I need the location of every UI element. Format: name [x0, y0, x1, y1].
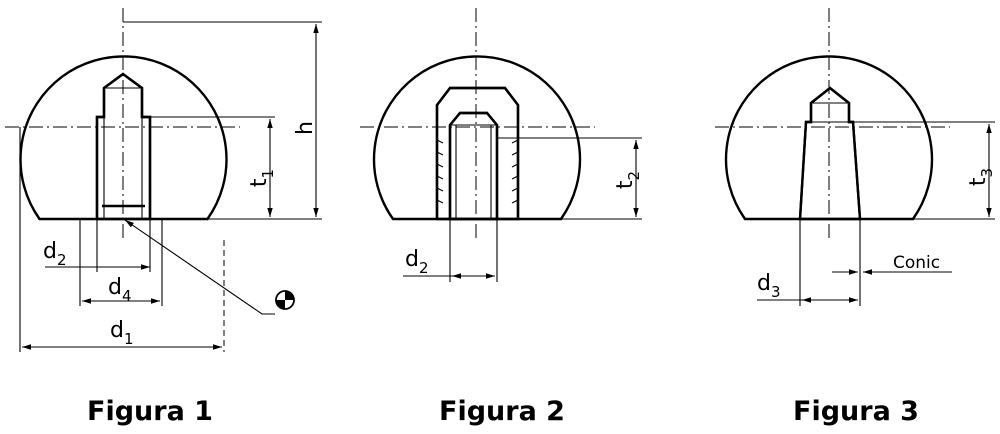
label-t2-base: t — [613, 180, 638, 189]
label-t3-base: t — [966, 177, 991, 186]
label-d1-base: d — [110, 318, 124, 343]
conic-hole — [798, 86, 862, 221]
svg-text:d2: d2 — [405, 247, 429, 277]
svg-text:d2: d2 — [43, 239, 67, 269]
svg-text:d1: d1 — [110, 318, 134, 348]
label-d3-sub: 3 — [771, 283, 781, 301]
label-h: h — [293, 121, 318, 135]
label-d2-2-base: d — [405, 247, 419, 272]
label-t3-sub: 3 — [978, 168, 996, 178]
label-d1-sub: 1 — [124, 330, 134, 348]
caption-figure-3: Figura 3 — [793, 396, 919, 427]
figure-1: h t1 d2 d4 d1 Figura 1 — [5, 8, 322, 427]
insert-knurl — [436, 139, 519, 204]
figure-3: Conic t3 d3 Figura 3 — [715, 8, 996, 427]
caption-figure-2: Figura 2 — [439, 396, 565, 427]
label-t2-sub: 2 — [625, 171, 643, 181]
insert-bore — [448, 111, 499, 221]
label-d2-1-base: d — [43, 239, 57, 264]
svg-text:d3: d3 — [757, 271, 781, 301]
label-conic: Conic — [893, 253, 940, 273]
svg-text:t3: t3 — [966, 168, 996, 186]
svg-text:d4: d4 — [108, 275, 132, 305]
label-t1-sub: 1 — [259, 169, 277, 179]
label-t1-base: t — [247, 178, 272, 187]
figure-2: t2 d2 Figura 2 — [360, 8, 643, 427]
svg-text:t1: t1 — [247, 169, 277, 187]
surface-finish-symbol — [275, 290, 295, 310]
label-d2-2-sub: 2 — [419, 259, 429, 277]
leader-line — [124, 219, 275, 315]
label-d2-1-sub: 2 — [57, 251, 67, 269]
svg-text:t2: t2 — [613, 171, 643, 189]
label-d4-base: d — [108, 275, 122, 300]
label-d4-sub: 4 — [122, 287, 132, 305]
label-d3-base: d — [757, 271, 771, 296]
caption-figure-1: Figura 1 — [87, 396, 213, 427]
threaded-hole-1 — [95, 72, 152, 221]
